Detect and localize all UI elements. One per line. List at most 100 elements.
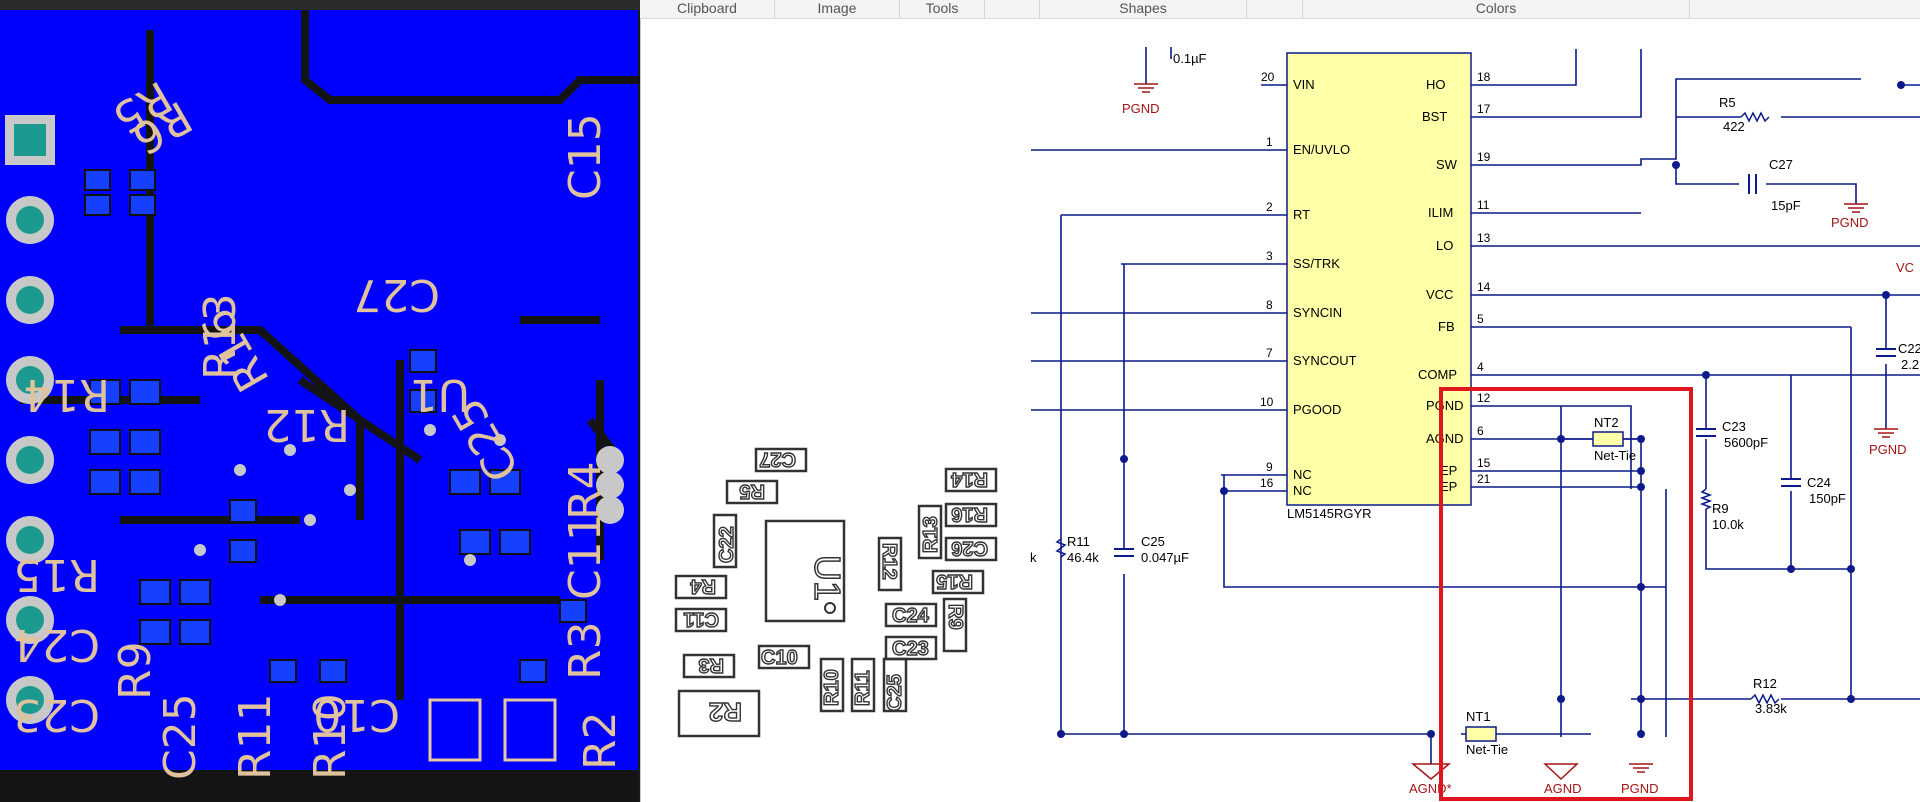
svg-text:14: 14 [1477, 280, 1491, 294]
svg-text:18: 18 [1477, 70, 1491, 84]
svg-text:VC: VC [1896, 260, 1914, 275]
svg-text:VCC: VCC [1426, 287, 1453, 302]
svg-text:2.2: 2.2 [1901, 357, 1919, 372]
svg-text:6: 6 [1477, 424, 1484, 438]
svg-text:PGND: PGND [1831, 215, 1869, 230]
fp-label-r12: R12 [878, 543, 900, 580]
svg-text:VIN: VIN [1293, 77, 1315, 92]
svg-text:16: 16 [1260, 476, 1274, 490]
svg-text:8: 8 [1266, 298, 1273, 312]
ribbon-group-image[interactable]: Image [775, 0, 900, 18]
paint-canvas[interactable]: C27 R5 R14 C22 R16 R13 C26 U1 R12 R4 R15… [640, 19, 1920, 802]
ribbon-group-bar: Clipboard Image Tools Shapes Colors [640, 0, 1920, 19]
svg-text:C23: C23 [1722, 419, 1746, 434]
schematic: PGND 0.1µF LM5145RGYR 20 VIN 1 EN/UVLO 2… [1030, 47, 1920, 796]
svg-text:SW: SW [1436, 157, 1458, 172]
fp-label-r15: R15 [936, 570, 973, 592]
fp-label-c27: C27 [759, 448, 796, 470]
svg-text:R9: R9 [1712, 501, 1729, 516]
svg-text:NT2: NT2 [1594, 415, 1619, 430]
fp-label-r14: R14 [950, 468, 988, 490]
silk-label: R10 [305, 693, 356, 780]
footprint-outlines: C27 R5 R14 C22 R16 R13 C26 U1 R12 R4 R15… [674, 447, 998, 738]
pcb-canvas[interactable]: R5 R6 C15 C27 R14 R13 R16 U1 R12 C25 R15… [0, 0, 640, 802]
svg-text:AGND: AGND [1544, 781, 1582, 796]
svg-text:46.4k: 46.4k [1067, 550, 1099, 565]
silk-label: C23 [13, 689, 100, 740]
silk-label: C25 [155, 693, 206, 780]
fp-label-r10: R10 [821, 669, 843, 706]
svg-text:C24: C24 [1807, 475, 1831, 490]
ribbon-group-size[interactable] [1247, 0, 1303, 18]
svg-text:EP: EP [1440, 463, 1457, 478]
fp-label-r4: R4 [690, 575, 716, 597]
svg-text:Net-Tie: Net-Tie [1466, 742, 1508, 757]
svg-text:HO: HO [1426, 77, 1446, 92]
svg-text:AGND*: AGND* [1409, 781, 1452, 796]
fp-label-r5: R5 [739, 480, 765, 502]
silk-label: R2 [575, 711, 626, 770]
svg-text:RT: RT [1293, 207, 1310, 222]
svg-text:COMP: COMP [1418, 367, 1457, 382]
pcb-layout-view[interactable]: R5 R6 C15 C27 R14 R13 R16 U1 R12 C25 R15… [0, 0, 640, 802]
svg-text:FB: FB [1438, 319, 1455, 334]
svg-text:15pF: 15pF [1771, 198, 1801, 213]
svg-text:k: k [1030, 550, 1037, 565]
svg-text:5600pF: 5600pF [1724, 435, 1768, 450]
silk-label: C11 [560, 513, 611, 600]
silk-label: U1 [410, 369, 470, 420]
fp-label-r13: R13 [920, 516, 942, 553]
fp-label-c25: C25 [884, 674, 906, 711]
smd-pads [84, 169, 587, 683]
ic-part-number: LM5145RGYR [1287, 506, 1372, 521]
svg-text:C27: C27 [1769, 157, 1793, 172]
fp-label-c26: C26 [951, 537, 988, 559]
cap-value: 0.1µF [1173, 51, 1207, 66]
svg-text:PGOOD: PGOOD [1293, 402, 1341, 417]
svg-text:19: 19 [1477, 150, 1491, 164]
fp-label-r2: R2 [709, 697, 742, 727]
svg-text:15: 15 [1477, 456, 1491, 470]
svg-text:SS/TRK: SS/TRK [1293, 256, 1340, 271]
svg-text:Net-Tie: Net-Tie [1594, 448, 1636, 463]
canvas-image[interactable]: C27 R5 R14 C22 R16 R13 C26 U1 R12 R4 R15… [641, 19, 1920, 802]
svg-text:3.83k: 3.83k [1755, 701, 1787, 716]
svg-text:13: 13 [1477, 231, 1491, 245]
fp-label-c24: C24 [892, 605, 930, 627]
svg-text:R11: R11 [1067, 534, 1090, 549]
silk-label: C15 [560, 113, 611, 200]
svg-text:0.047µF: 0.047µF [1141, 550, 1189, 565]
silk-label: R4 [560, 461, 611, 520]
silk-label: R9 [110, 641, 161, 700]
silk-label: C27 [353, 269, 440, 320]
svg-text:R12: R12 [1753, 676, 1777, 691]
silk-label: R12 [263, 399, 350, 450]
svg-text:EP: EP [1440, 479, 1457, 494]
svg-text:9: 9 [1266, 460, 1273, 474]
fp-label-c11: C11 [683, 608, 719, 630]
vias [194, 424, 506, 606]
ribbon-group-brushes[interactable] [985, 0, 1040, 18]
svg-text:NC: NC [1293, 467, 1312, 482]
ribbon-group-clipboard[interactable]: Clipboard [640, 0, 775, 18]
ribbon-group-shapes[interactable]: Shapes [1040, 0, 1247, 18]
silk-label: R14 [23, 369, 110, 420]
svg-text:C22: C22 [1898, 341, 1920, 356]
svg-text:1: 1 [1266, 135, 1273, 149]
fp-label-r9: R9 [944, 604, 966, 630]
svg-text:ILIM: ILIM [1428, 205, 1453, 220]
silk-label: R15 [13, 549, 100, 600]
svg-text:3: 3 [1266, 249, 1273, 263]
fp-label-r3: R3 [698, 654, 724, 676]
svg-text:10: 10 [1260, 395, 1274, 409]
fp-label-r11: R11 [852, 670, 874, 706]
fp-label-c23: C23 [892, 638, 929, 660]
svg-text:422: 422 [1723, 119, 1745, 134]
ribbon-group-colors[interactable]: Colors [1303, 0, 1690, 18]
svg-text:EN/UVLO: EN/UVLO [1293, 142, 1350, 157]
silk-label: C24 [13, 619, 100, 670]
fp-label-u1: U1 [807, 555, 848, 601]
svg-text:7: 7 [1266, 346, 1273, 360]
ribbon-group-tools[interactable]: Tools [900, 0, 985, 18]
svg-text:12: 12 [1477, 391, 1491, 405]
